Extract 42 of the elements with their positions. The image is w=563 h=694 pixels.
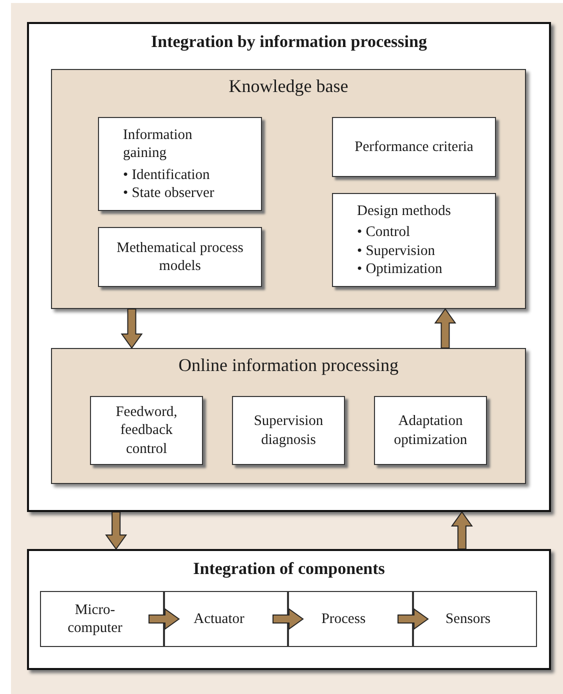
bullet-item: • State observer — [123, 184, 214, 202]
content-box — [332, 193, 496, 287]
group-frame — [27, 22, 551, 512]
box-label: Actuator — [194, 610, 244, 628]
group-panel — [51, 348, 526, 484]
bullet-item: • Control — [357, 223, 410, 242]
block-arrow — [120, 308, 143, 349]
block-arrow — [450, 511, 473, 550]
panel-title: Online information processing — [178, 355, 400, 376]
bullet-item: • Optimization — [357, 260, 442, 278]
box-label: Supervision diagnosis — [252, 412, 324, 449]
panel-title: Knowledge base — [228, 76, 350, 97]
content-box — [232, 396, 345, 465]
bullet-item: • Identification — [123, 166, 210, 184]
component-cell — [413, 591, 537, 647]
bullet-item: • Supervision — [357, 242, 435, 260]
block-arrow — [434, 308, 456, 348]
component-cell — [164, 591, 288, 647]
box-heading: Design methods — [357, 202, 451, 220]
box-label: Micro-computer — [66, 600, 124, 638]
block-arrow — [148, 608, 180, 630]
block-arrow — [272, 608, 304, 630]
box-label: Sensors — [445, 610, 491, 628]
content-box — [374, 396, 487, 465]
box-label: Performance criteria — [354, 138, 474, 156]
box-heading: Information gaining — [123, 126, 194, 162]
content-box — [98, 117, 262, 211]
block-arrow — [398, 608, 429, 630]
box-label: Process — [321, 610, 366, 628]
group-panel — [51, 69, 526, 309]
content-box — [90, 396, 203, 465]
box-label: Adaptation optimization — [392, 412, 468, 449]
group-title: Integration of components — [192, 559, 386, 579]
box-label: Methematical process models — [116, 238, 244, 276]
box-label: Feedword, feedback control — [114, 403, 178, 458]
group-frame — [27, 549, 551, 670]
component-cell — [288, 591, 413, 647]
block-arrow — [105, 512, 128, 550]
content-box — [98, 227, 262, 287]
content-box — [332, 117, 496, 177]
component-cell — [40, 591, 164, 647]
group-title: Integration by information processing — [150, 32, 428, 52]
